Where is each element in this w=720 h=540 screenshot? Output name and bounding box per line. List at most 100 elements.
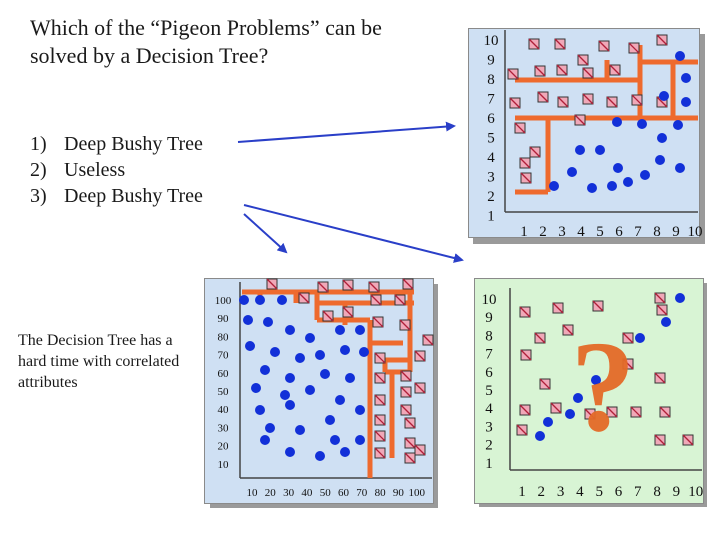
class-square xyxy=(520,172,532,184)
class-square xyxy=(414,382,426,394)
class-square xyxy=(598,40,610,52)
class-square xyxy=(374,352,386,364)
class-dot xyxy=(255,405,265,415)
y-tick-label: 60 xyxy=(218,368,230,380)
y-tick-label: 90 xyxy=(218,313,230,325)
class-dot xyxy=(295,353,305,363)
x-tick-label: 20 xyxy=(265,487,277,499)
class-dot xyxy=(255,295,265,305)
x-tick-label: 8 xyxy=(653,484,661,500)
class-square xyxy=(342,279,354,291)
x-tick-label: 40 xyxy=(301,487,313,499)
arrow-to-bottom-left xyxy=(243,213,288,254)
arrow-to-top-right xyxy=(237,121,456,143)
class-square xyxy=(422,334,434,346)
class-square xyxy=(399,319,411,331)
class-dot xyxy=(315,350,325,360)
x-tick-label: 60 xyxy=(338,487,350,499)
class-dot xyxy=(595,145,605,155)
class-square xyxy=(374,430,386,442)
x-tick-label: 7 xyxy=(634,224,642,240)
class-square xyxy=(654,292,666,304)
class-square xyxy=(537,91,549,103)
class-dot xyxy=(330,435,340,445)
class-dot xyxy=(295,425,305,435)
class-square xyxy=(374,414,386,426)
class-dot xyxy=(277,295,287,305)
class-dot xyxy=(681,73,691,83)
class-square xyxy=(562,324,574,336)
class-dot xyxy=(345,373,355,383)
class-square xyxy=(584,408,596,420)
class-square xyxy=(507,68,519,80)
class-dot xyxy=(655,155,665,165)
class-square xyxy=(372,316,384,328)
class-dot xyxy=(285,325,295,335)
class-square xyxy=(400,370,412,382)
x-tick-label: 5 xyxy=(596,224,604,240)
class-square xyxy=(592,300,604,312)
answer-item-3: 3)Deep Bushy Tree xyxy=(30,185,203,207)
class-dot xyxy=(623,177,633,187)
y-tick-label: 5 xyxy=(487,131,495,147)
class-dot xyxy=(263,317,273,327)
y-tick-label: 2 xyxy=(485,438,493,454)
class-dot xyxy=(355,405,365,415)
answer-item-1: 1)Deep Bushy Tree xyxy=(30,133,203,155)
x-tick-label: 2 xyxy=(539,224,547,240)
class-dot xyxy=(657,133,667,143)
class-dot xyxy=(305,333,315,343)
class-dot xyxy=(285,447,295,457)
class-square xyxy=(400,404,412,416)
y-tick-label: 40 xyxy=(218,404,230,416)
class-dot xyxy=(320,369,330,379)
x-tick-label: 30 xyxy=(283,487,295,499)
class-square xyxy=(552,302,564,314)
x-tick-label: 6 xyxy=(615,224,623,240)
class-dot xyxy=(607,181,617,191)
arrow-to-bottom-right xyxy=(243,204,464,263)
class-square xyxy=(534,332,546,344)
class-dot xyxy=(681,97,691,107)
class-square xyxy=(656,304,668,316)
y-tick-label: 9 xyxy=(487,53,495,69)
y-tick-label: 20 xyxy=(218,441,230,453)
class-dot xyxy=(305,385,315,395)
class-square xyxy=(394,294,406,306)
class-dot xyxy=(587,183,597,193)
class-square xyxy=(298,292,310,304)
y-tick-label: 7 xyxy=(487,92,495,108)
y-tick-label: 100 xyxy=(215,295,232,307)
class-square xyxy=(550,402,562,414)
class-square xyxy=(520,349,532,361)
class-dot xyxy=(270,347,280,357)
x-tick-label: 50 xyxy=(320,487,332,499)
x-tick-label: 9 xyxy=(673,484,681,500)
y-tick-label: 6 xyxy=(487,111,495,127)
x-tick-label: 100 xyxy=(408,487,425,499)
class-square xyxy=(539,378,551,390)
x-tick-label: 80 xyxy=(375,487,387,499)
class-square xyxy=(342,306,354,318)
x-tick-label: 10 xyxy=(688,484,703,500)
x-tick-label: 4 xyxy=(577,224,585,240)
class-dot xyxy=(243,315,253,325)
class-square xyxy=(374,372,386,384)
class-dot xyxy=(613,163,623,173)
class-dot xyxy=(567,167,577,177)
x-tick-label: 10 xyxy=(247,487,259,499)
class-dot xyxy=(591,375,601,385)
y-tick-label: 30 xyxy=(218,422,230,434)
class-dot xyxy=(285,400,295,410)
question-mark: ? xyxy=(571,315,636,459)
class-dot xyxy=(675,293,685,303)
class-square xyxy=(414,350,426,362)
class-square xyxy=(374,447,386,459)
class-dot xyxy=(637,119,647,129)
decision-tree-note: The Decision Tree has a hard time with c… xyxy=(18,332,180,391)
y-tick-label: 8 xyxy=(485,328,493,344)
y-tick-label: 3 xyxy=(487,170,495,186)
